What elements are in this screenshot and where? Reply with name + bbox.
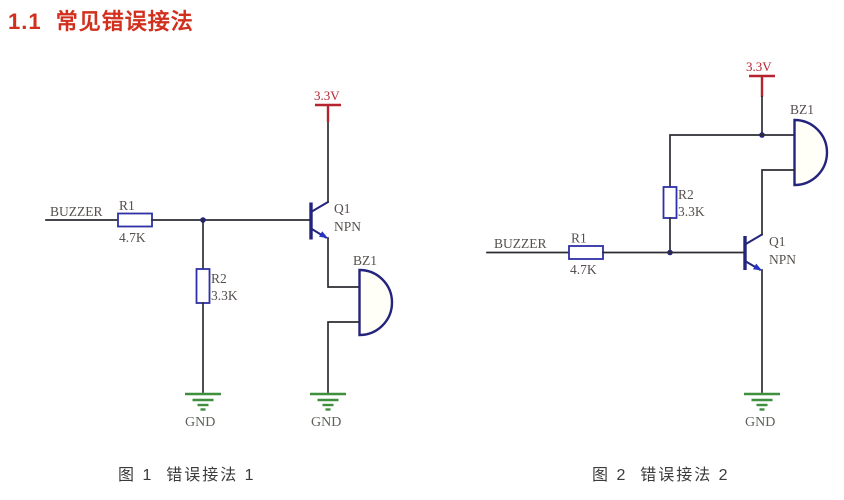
figure2-gnd-label: GND <box>745 415 775 430</box>
figure2-caption: 图 2 错误接法 2 <box>592 467 730 484</box>
figure2-r1-ref-label: R1 <box>571 231 587 246</box>
figure2-q1-type-label: NPN <box>769 252 796 267</box>
figure1-gnd-label-right: GND <box>311 415 341 430</box>
figure2-schematic: 3.3V R2 3.3K BUZZER R1 4.7K <box>486 59 829 430</box>
figure2-r1-value-label: 4.7K <box>570 262 597 277</box>
section-title: 1.1 常见错误接法 <box>8 9 194 34</box>
figure2-net-label: BUZZER <box>494 236 547 251</box>
figure2-ground-symbol <box>744 392 780 411</box>
figure1-gnd-label-left: GND <box>185 415 215 430</box>
figure1-r1-ref-label: R1 <box>119 198 135 213</box>
figure2-vcc-label: 3.3V <box>746 59 772 74</box>
figure2-q1-ref-label: Q1 <box>769 234 786 249</box>
figure1-ground-symbol-left <box>185 392 221 411</box>
figure1-q1-ref-label: Q1 <box>334 201 351 216</box>
figure2-resistor-r2-body <box>662 186 678 219</box>
figure1-r2-ref-label: R2 <box>211 271 227 286</box>
figure1-net-label: BUZZER <box>50 204 103 219</box>
figure1-power-symbol <box>315 103 341 122</box>
figure2-collector-wire <box>761 169 795 236</box>
figure1-transistor-q1 <box>309 201 329 240</box>
npn-emitter-arrow-icon <box>753 263 762 271</box>
figure2-buzzer-symbol <box>793 118 829 187</box>
figure1-q1-type-label: NPN <box>334 219 361 234</box>
figure2-r2-ref-label: R2 <box>678 187 694 202</box>
figure1-resistor-r1-body <box>117 212 153 228</box>
transistor-collector-lead <box>310 201 329 213</box>
figure2-resistor-r1-body <box>568 245 604 260</box>
figure1-emitter-wire <box>327 237 360 288</box>
figure1-caption: 图 1 错误接法 1 <box>118 467 256 484</box>
figure1-bz1-ref-label: BZ1 <box>353 253 377 268</box>
figure2-r2-value-label: 3.3K <box>678 204 705 219</box>
npn-emitter-arrow-icon <box>319 231 328 239</box>
figure1-ground-symbol-right <box>310 392 346 411</box>
figure1-buzzer-symbol <box>358 268 394 337</box>
figure2-bz1-ref-label: BZ1 <box>790 102 814 117</box>
figure1-vcc-label: 3.3V <box>314 88 340 103</box>
figure1-r2-value-label: 3.3K <box>211 288 238 303</box>
figure2-transistor-q1 <box>743 233 763 271</box>
figure2-power-symbol <box>749 74 775 97</box>
figure2-r2-top-wire <box>669 134 763 188</box>
figure1-r1-value-label: 4.7K <box>119 230 146 245</box>
transistor-collector-lead <box>744 233 763 246</box>
figure1-buzzer-ground-wire <box>327 321 360 393</box>
figure1-schematic: BUZZER R1 4.7K R2 3.3K GND <box>45 88 394 430</box>
figure1-resistor-r2-body <box>195 268 211 304</box>
